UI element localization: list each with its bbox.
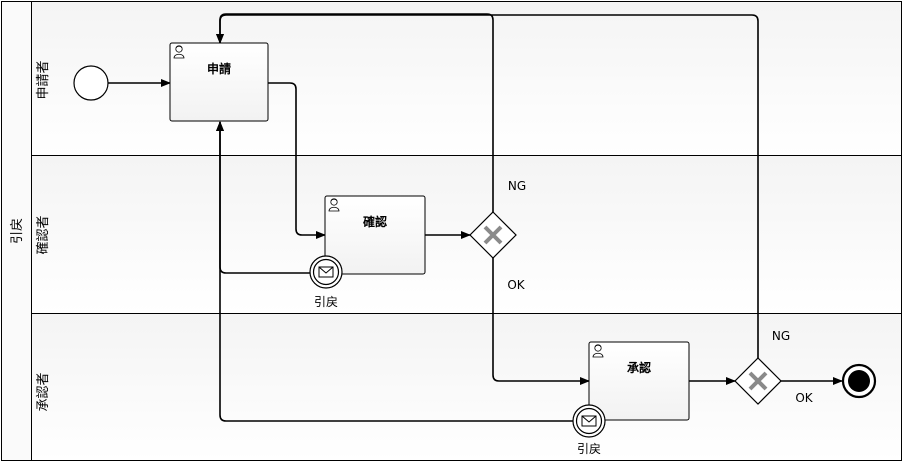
task-approve[interactable]: 承認 [588,341,690,421]
gateway-approve-ok-label: OK [795,391,813,405]
task-apply-label: 申請 [207,61,231,76]
task-confirm-label: 確認 [363,214,387,229]
lane-label-applicant: 申請者 [36,60,51,99]
flow-gateway2-ng-to-apply[interactable] [216,14,759,358]
task-apply[interactable]: 申請 [169,42,269,122]
boundary-event-confirm[interactable] [309,255,343,289]
gateway-approve[interactable] [734,357,782,405]
gateway-approve-ng-label: NG [772,329,790,343]
lane-label-approver: 承認者 [35,372,51,411]
gateway-confirm[interactable] [469,211,517,259]
pool-header [1,1,32,461]
gateway-confirm-ok-label: OK [507,278,525,292]
gateway-confirm-ng-label: NG [508,179,526,193]
start-event[interactable] [73,65,109,101]
task-approve-label: 承認 [627,360,651,375]
exclusive-gateway-x-icon [483,225,503,245]
flow-boundary2-to-apply[interactable] [216,121,575,422]
envelope-icon [318,266,334,278]
lane-applicant[interactable]: 申請者 [31,1,902,156]
envelope-icon [581,415,597,427]
flow-gateway1-ok-to-approve[interactable] [492,258,590,385]
task-confirm[interactable]: 確認 [324,195,426,275]
flow-apply-to-confirm[interactable] [268,82,326,239]
lane-label-confirmer: 確認者 [35,215,51,254]
pool-label: 引戻 [10,218,25,244]
exclusive-gateway-x-icon [748,371,768,391]
boundary-event-approve-label: 引戻 [577,442,601,456]
boundary-event-confirm-label: 引戻 [314,295,338,309]
end-event[interactable] [841,363,877,399]
boundary-event-approve[interactable] [572,404,606,438]
